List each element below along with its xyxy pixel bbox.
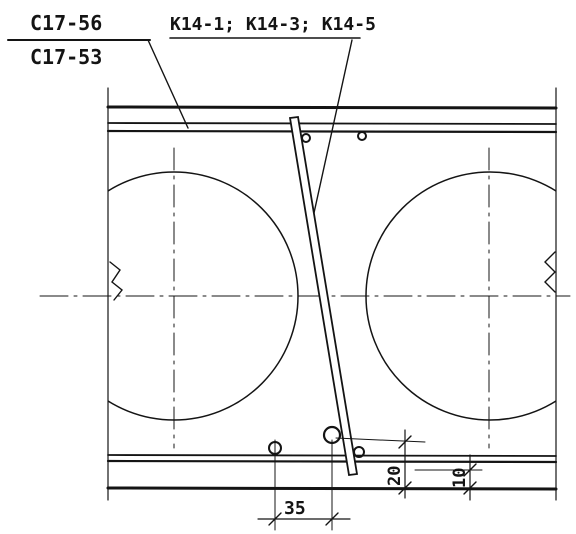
void-circle-right [365,171,556,421]
bar-section-top-right [357,131,367,141]
inclined-bar [288,115,359,477]
void-circle-left [108,171,299,421]
top-edge-lines [106,105,558,134]
label-mark-bottom: С17-53 [30,45,102,69]
bar-sections [268,131,367,458]
break-mark-right [544,251,556,293]
leader-line-left [147,39,189,129]
bar-section-top-left [301,133,311,143]
bar-section-bottom-right [353,446,365,458]
dimension-20-label: 20 [385,466,405,486]
dimension-35-label: 35 [284,498,306,519]
dimension-vertical: 20 10 [335,429,483,501]
break-mark-left [109,261,123,301]
dimension-10-label: 10 [450,468,470,488]
label-mark-top: С17-56 [30,11,102,35]
label-mark-right: К14-1; К14-3; К14-5 [170,14,376,35]
label-group-left: С17-56 С17-53 [7,11,189,129]
label-group-right: К14-1; К14-3; К14-5 [169,14,376,223]
dimension-horizontal: 35 [257,439,351,531]
